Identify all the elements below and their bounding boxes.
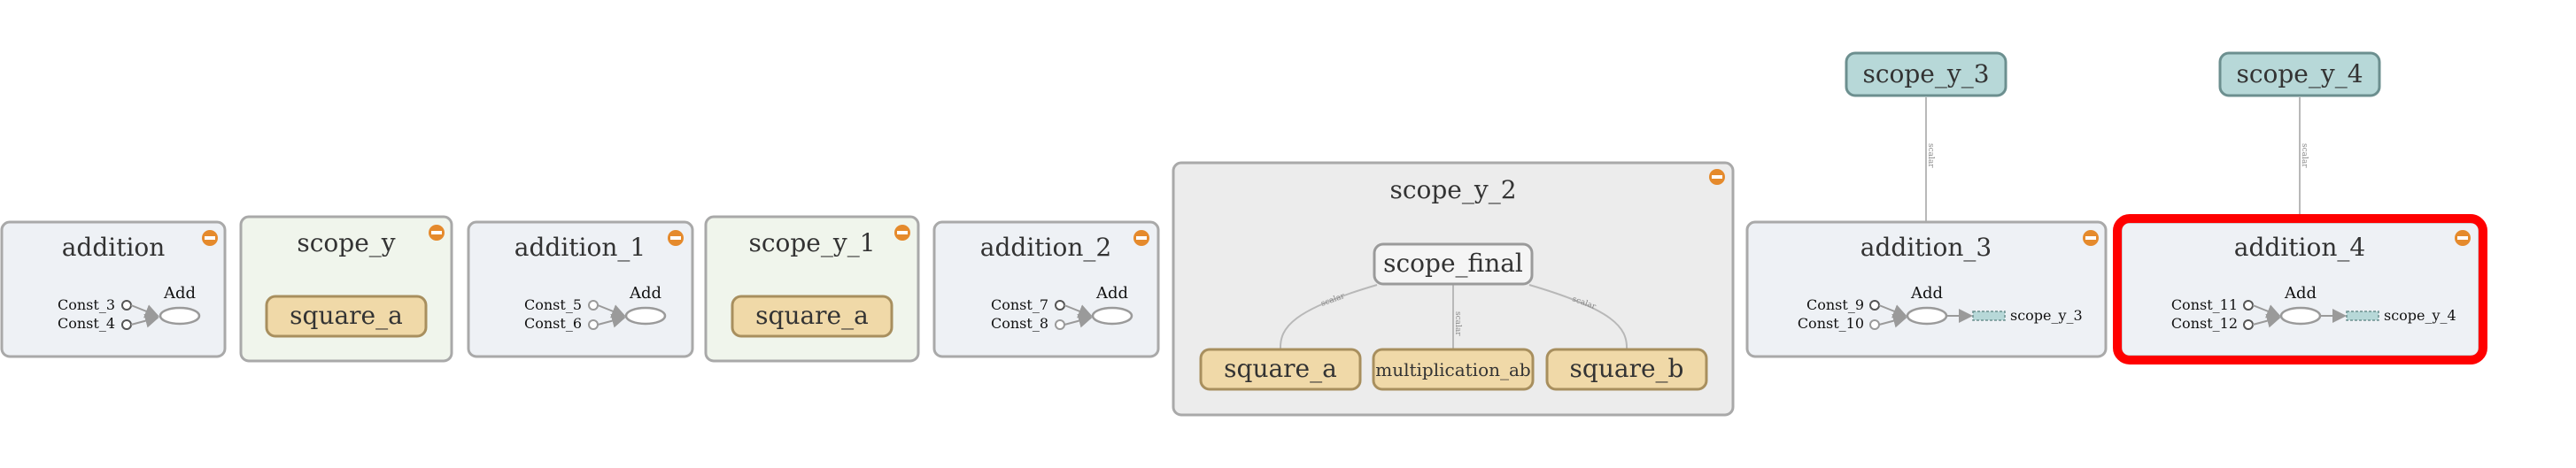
const-label: Const_7 bbox=[991, 296, 1048, 313]
const-label: Const_10 bbox=[1798, 315, 1864, 332]
node-title: scope_y bbox=[297, 228, 395, 257]
svg-text:scope_y_3: scope_y_3 bbox=[1862, 59, 1989, 88]
svg-text:square_a: square_a bbox=[1224, 354, 1337, 383]
node-scope-y[interactable]: scope_y square_a bbox=[239, 215, 453, 363]
const-node bbox=[121, 300, 132, 311]
expand-icon[interactable] bbox=[1133, 230, 1149, 246]
leaf-node-square-a[interactable]: square_a bbox=[731, 295, 893, 338]
add-op-node[interactable] bbox=[1091, 306, 1133, 326]
expand-icon[interactable] bbox=[2083, 230, 2099, 246]
node-title: scope_y_1 bbox=[748, 228, 875, 257]
const-label: Const_11 bbox=[2171, 296, 2238, 313]
add-op-node[interactable] bbox=[1906, 306, 1948, 326]
add-op-node[interactable] bbox=[624, 306, 667, 326]
leaf-node-square-a[interactable]: square_a bbox=[1199, 348, 1362, 391]
op-label: Add bbox=[1910, 284, 1943, 303]
node-addition[interactable]: addition Const_3 Const_4 Add bbox=[0, 220, 227, 358]
const-label: Const_3 bbox=[58, 296, 115, 313]
node-title: addition_3 bbox=[1860, 233, 1992, 262]
node-addition-4[interactable]: addition_4 Const_11 Const_12 Add scope_y… bbox=[2113, 214, 2487, 364]
edge-label: scalar bbox=[2300, 143, 2309, 168]
output-label: scope_y_4 bbox=[2384, 307, 2456, 324]
node-title: scope_y_2 bbox=[1389, 175, 1516, 204]
svg-text:square_a: square_a bbox=[755, 301, 869, 330]
node-scope-y-3[interactable]: scope_y_3 bbox=[1845, 51, 2007, 97]
expand-icon[interactable] bbox=[2455, 230, 2471, 246]
svg-text:scope_final: scope_final bbox=[1383, 249, 1523, 278]
edge-label: scalar bbox=[1926, 143, 1935, 168]
svg-text:scope_y_4: scope_y_4 bbox=[2236, 59, 2363, 88]
const-node bbox=[121, 319, 132, 330]
expand-icon[interactable] bbox=[202, 230, 218, 246]
const-label: Const_6 bbox=[524, 315, 582, 332]
add-op-node[interactable] bbox=[159, 306, 201, 326]
leaf-node-square-a[interactable]: square_a bbox=[265, 295, 428, 338]
node-title: addition_4 bbox=[2234, 233, 2365, 262]
output-node[interactable] bbox=[2346, 311, 2379, 321]
leaf-node-square-b[interactable]: square_b bbox=[1545, 348, 1708, 391]
const-label: Const_4 bbox=[58, 315, 115, 332]
node-addition-2[interactable]: addition_2 Const_7 Const_8 Add bbox=[932, 220, 1160, 358]
node-title: addition_1 bbox=[514, 233, 646, 262]
const-node bbox=[1055, 319, 1065, 330]
selection-highlight bbox=[2113, 214, 2487, 364]
leaf-node-multiplication-ab[interactable]: multiplication_ab bbox=[1372, 348, 1535, 391]
const-label: Const_5 bbox=[524, 296, 582, 313]
edge-label: scalar bbox=[1453, 311, 1462, 336]
op-label: Add bbox=[163, 284, 196, 303]
expand-icon[interactable] bbox=[429, 225, 445, 241]
expand-icon[interactable] bbox=[668, 230, 684, 246]
node-title: addition bbox=[62, 233, 166, 262]
op-label: Add bbox=[629, 284, 661, 303]
node-title: addition_2 bbox=[980, 233, 1111, 262]
svg-text:square_a: square_a bbox=[290, 301, 403, 330]
const-node bbox=[1869, 300, 1880, 311]
add-op-node[interactable] bbox=[2279, 306, 2322, 326]
node-scope-y-4[interactable]: scope_y_4 bbox=[2218, 51, 2381, 97]
node-scope-y-1[interactable]: scope_y_1 square_a bbox=[704, 215, 920, 363]
inner-node-scope-final[interactable]: scope_final bbox=[1373, 242, 1534, 286]
const-node bbox=[2243, 300, 2254, 311]
op-label: Add bbox=[2284, 284, 2317, 303]
const-node bbox=[1869, 319, 1880, 330]
output-label: scope_y_3 bbox=[2010, 307, 2083, 324]
expand-icon[interactable] bbox=[1709, 169, 1725, 185]
const-node bbox=[1055, 300, 1065, 311]
op-label: Add bbox=[1095, 284, 1128, 303]
node-addition-1[interactable]: addition_1 Const_5 Const_6 Add bbox=[467, 220, 694, 358]
const-node bbox=[2243, 319, 2254, 330]
const-node bbox=[588, 319, 599, 330]
output-node[interactable] bbox=[1972, 311, 2006, 321]
const-node bbox=[588, 300, 599, 311]
const-label: Const_9 bbox=[1806, 296, 1864, 313]
const-label: Const_8 bbox=[991, 315, 1048, 332]
node-addition-3[interactable]: addition_3 Const_9 Const_10 Add scope_y_… bbox=[1745, 220, 2108, 358]
const-label: Const_12 bbox=[2171, 315, 2238, 332]
node-scope-y-2[interactable]: scope_y_2 scalar scalar scalar scope_fin… bbox=[1172, 161, 1735, 417]
svg-text:multiplication_ab: multiplication_ab bbox=[1375, 359, 1530, 380]
expand-icon[interactable] bbox=[894, 225, 910, 241]
svg-text:square_b: square_b bbox=[1570, 354, 1684, 383]
